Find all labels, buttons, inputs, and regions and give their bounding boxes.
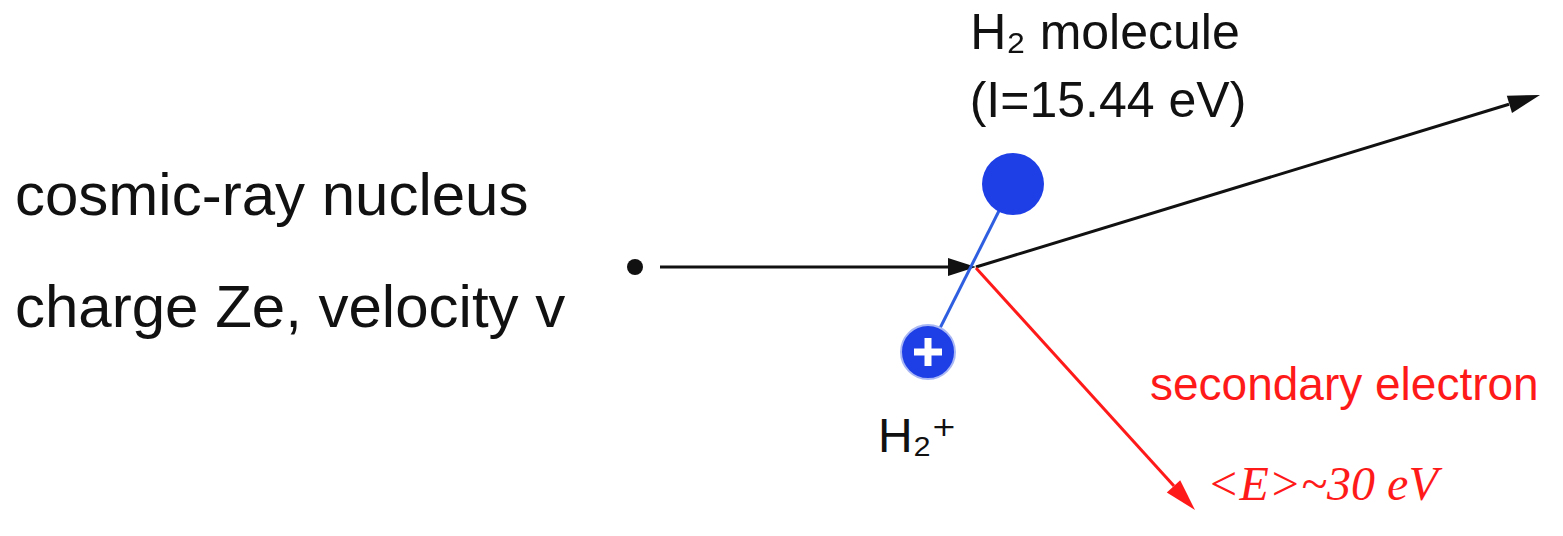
particle-properties: charge Ze, velocity v: [15, 272, 565, 341]
particle-name: cosmic-ray nucleus: [15, 160, 529, 229]
outgoing-track: [976, 104, 1509, 267]
molecule-name: H₂ molecule: [970, 4, 1240, 62]
electron-track: [976, 268, 1174, 486]
arrow-head: [1167, 480, 1195, 510]
electron-energy: <E>~30 eV: [1207, 456, 1438, 511]
electron-name: secondary electron: [1150, 358, 1539, 411]
ionization-energy: (I=15.44 eV): [970, 72, 1247, 130]
nucleus-dot: [627, 259, 643, 275]
plus-sign: [925, 338, 932, 366]
hydrogen-atom: [982, 153, 1044, 215]
arrow-head: [1507, 95, 1540, 113]
incoming-track: [660, 266, 950, 269]
hydrogen-ion: [901, 325, 955, 379]
ion-name: H₂⁺: [878, 408, 957, 463]
